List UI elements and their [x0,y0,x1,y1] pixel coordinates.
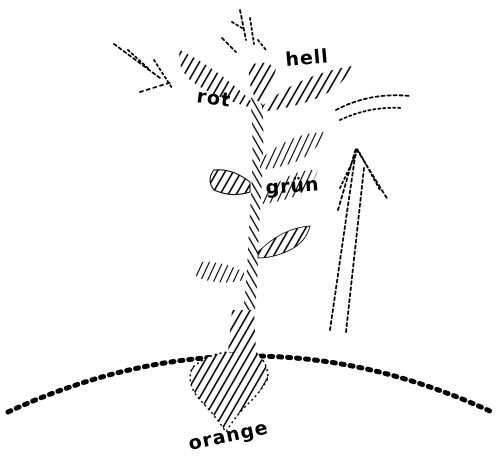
leaf-right-lower [258,226,310,258]
growth-arrow [330,95,410,332]
label-gruen: grün [265,173,320,199]
label-hell: hell [285,45,330,71]
leaf-left-upper [210,170,250,195]
leaf-left-lower [194,262,244,283]
label-rot: rot [195,85,232,112]
stem-base [228,310,256,352]
crown-leaf-center [249,62,276,104]
leaf-right-upper [260,132,326,170]
crown-leaf-right [262,66,352,112]
